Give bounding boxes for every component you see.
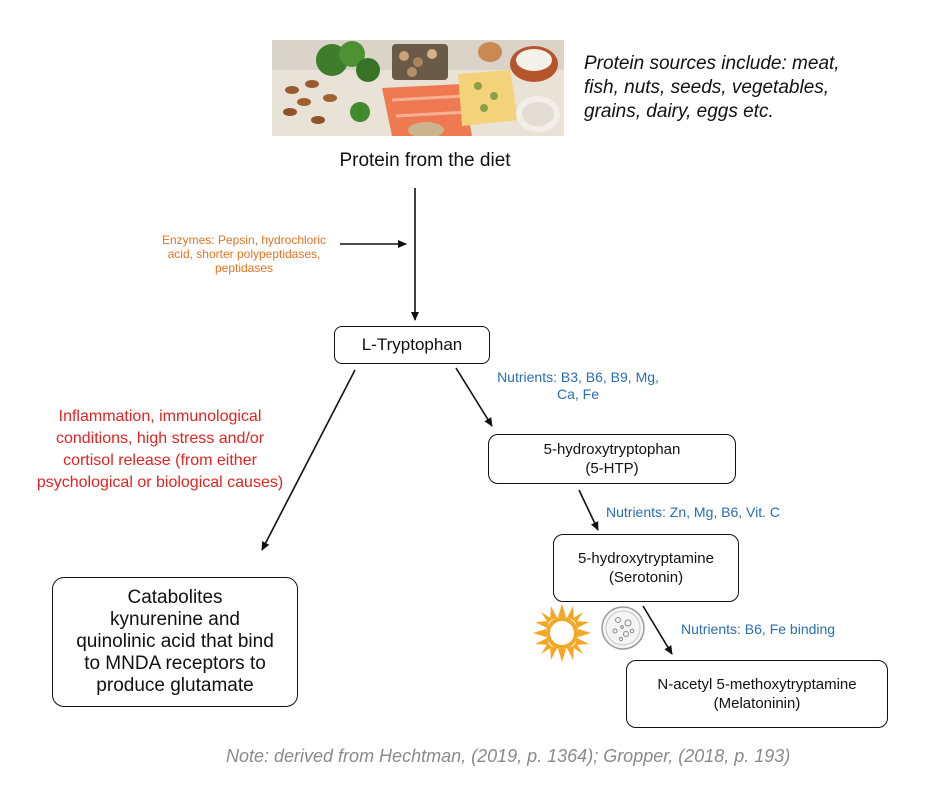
food-image (272, 40, 564, 136)
5-htp-line: 5-hydroxytryptophan (543, 441, 681, 458)
inflammation-line: conditions, high stress and/or (55, 430, 265, 447)
catabolites-line: Catabolites (127, 587, 223, 608)
melatonin-line: (Melatoninin) (713, 695, 801, 712)
inflammation-label: Inflammation, immunological conditions, … (22, 406, 298, 494)
arrow-ltryptophan-to-5htp (455, 367, 493, 427)
catabolites-line: quinolinic acid that bind (76, 631, 274, 652)
arrow-ltryptophan-to-catabolites (261, 369, 356, 551)
serotonin-box: 5-hydroxytryptamine (Serotonin) (553, 534, 739, 602)
nutrients-serotonin-label: Nutrients: B6, Fe binding (681, 621, 836, 637)
nutrients-line: Ca, Fe (556, 386, 599, 402)
catabolites-line: to MNDA receptors to (84, 653, 266, 674)
5-htp-line: (5-HTP) (585, 460, 639, 477)
cell-icon (600, 605, 646, 651)
inflammation-line: cortisol release (from either (63, 452, 257, 469)
nutrients-5htp-label: Nutrients: Zn, Mg, B6, Vit. C (606, 504, 781, 520)
catabolites-line: kynurenine and (110, 609, 240, 630)
nutrients-ltryptophan-label: Nutrients: B3, B6, B9, Mg, Ca, Fe (478, 369, 678, 403)
arrow-5htp-to-serotonin (578, 489, 599, 531)
catabolites-line: produce glutamate (96, 675, 254, 696)
l-tryptophan-label: L-Tryptophan (361, 335, 463, 354)
protein-from-diet-label: Protein from the diet (339, 150, 511, 171)
catabolites-box: Catabolites kynurenine and quinolinic ac… (52, 577, 298, 707)
protein-sources-line: fish, nuts, seeds, vegetables, (584, 77, 830, 98)
serotonin-line: (Serotonin) (608, 569, 684, 586)
melatonin-line: N-acetyl 5-methoxytryptamine (657, 676, 857, 693)
protein-sources-line: Protein sources include: meat, (584, 53, 840, 74)
enzymes-line: peptidases (214, 261, 274, 275)
nutrients-line: Nutrients: B3, B6, B9, Mg, (497, 369, 659, 385)
enzymes-line: Enzymes: Pepsin, hydrochloric (161, 233, 327, 247)
sun-icon (532, 603, 592, 663)
serotonin-line: 5-hydroxytryptamine (578, 550, 714, 567)
melatonin-box: N-acetyl 5-methoxytryptamine (Melatonini… (626, 660, 888, 728)
protein-sources-text: Protein sources include: meat, fish, nut… (584, 52, 914, 124)
5-htp-box: 5-hydroxytryptophan (5-HTP) (488, 434, 736, 484)
arrow-serotonin-to-melatonin (642, 605, 673, 655)
enzymes-label: Enzymes: Pepsin, hydrochloric acid, shor… (138, 233, 350, 275)
enzymes-line: acid, shorter polypeptidases, (167, 247, 321, 261)
inflammation-line: psychological or biological causes) (36, 474, 284, 491)
protein-sources-line: grains, dairy, eggs etc. (584, 101, 774, 122)
food-photo (272, 40, 564, 136)
l-tryptophan-box: L-Tryptophan (334, 326, 490, 364)
source-note: Note: derived from Hechtman, (2019, p. 1… (226, 746, 791, 766)
inflammation-line: Inflammation, immunological (58, 408, 262, 425)
